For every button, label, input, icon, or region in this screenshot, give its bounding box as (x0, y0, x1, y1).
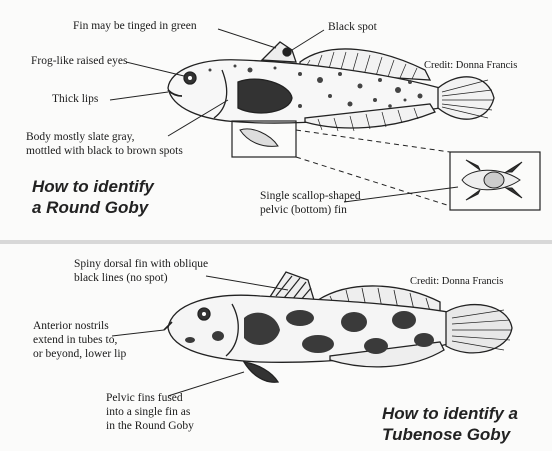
round-goby-pelvic-fin (240, 129, 278, 146)
label-spiny-dorsal-line2: black lines (no spot) (74, 272, 168, 285)
round-goby-title-line1: How to identify (32, 177, 154, 197)
label-raised-eyes: Frog-like raised eyes (31, 55, 127, 68)
label-nostrils-line3: or beyond, lower lip (33, 348, 126, 361)
label-pelvic-line1: Single scallop-shaped (260, 190, 361, 203)
round-goby-drawing (168, 42, 494, 131)
tubenose-goby-drawing (164, 272, 512, 382)
label-black-spot: Black spot (328, 21, 377, 34)
label-nostrils-line2: extend in tubes to, (33, 334, 117, 347)
label-body-color-line2: mottled with black to brown spots (26, 145, 183, 158)
label-nostrils-line1: Anterior nostrils (33, 320, 109, 333)
label-body-color-line1: Body mostly slate gray, (26, 131, 135, 144)
label-pelvic-fused-line3: in the Round Goby (106, 420, 194, 433)
round-goby-credit: Credit: Donna Francis (424, 60, 517, 71)
tubenose-goby-first-dorsal-fin (268, 272, 314, 300)
round-goby-black-spot (283, 48, 291, 56)
label-fin-green: Fin may be tinged in green (73, 20, 197, 33)
tubenose-goby-credit: Credit: Donna Francis (410, 276, 503, 287)
label-pelvic-fused-line1: Pelvic fins fused (106, 392, 183, 405)
tubenose-goby-title-line2: Tubenose Goby (382, 425, 510, 445)
round-goby-title-line2: a Round Goby (32, 198, 148, 218)
label-thick-lips: Thick lips (52, 93, 98, 106)
label-pelvic-line2: pelvic (bottom) fin (260, 204, 347, 217)
label-pelvic-fused-line2: into a single fin as (106, 406, 190, 419)
tubenose-goby-pelvic-fin (244, 362, 278, 382)
label-spiny-dorsal-line1: Spiny dorsal fin with oblique (74, 258, 208, 271)
tubenose-goby-title-line1: How to identify a (382, 404, 518, 424)
